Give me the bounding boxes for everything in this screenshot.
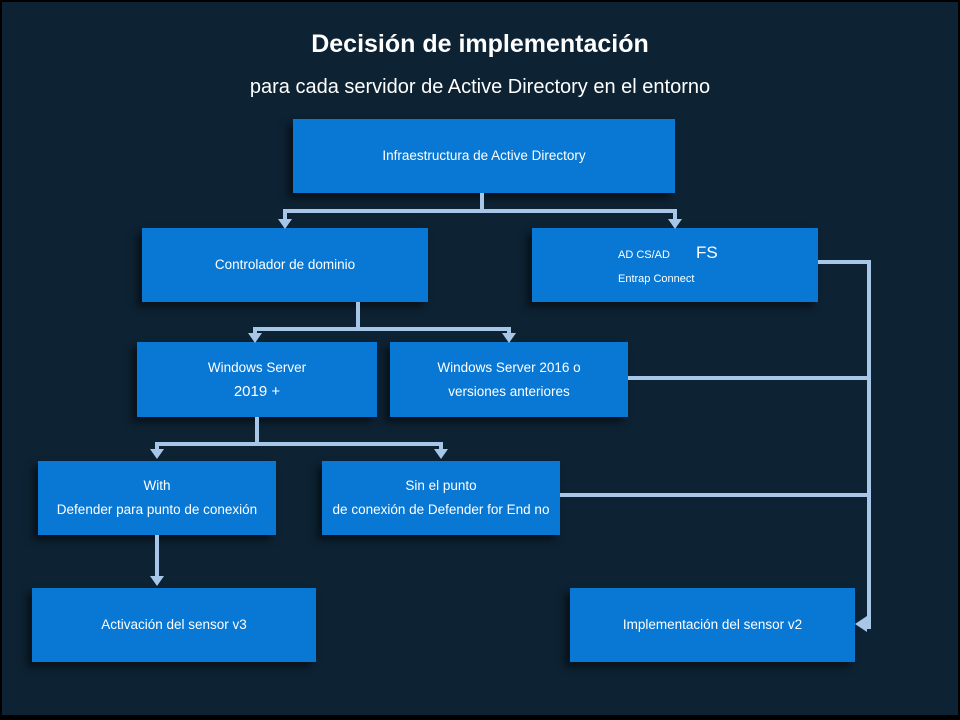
connector-branch3-right-drop: [439, 446, 443, 450]
arrow-down-icon: [278, 219, 292, 229]
node-label: Controlador de dominio: [214, 257, 356, 272]
node-label: With: [143, 478, 171, 493]
node-label: Infraestructura de Active Directory: [382, 148, 586, 163]
connector-branch3-left-drop: [155, 446, 159, 450]
node-sensor-v3-activation: Activación del sensor v3: [32, 588, 316, 662]
connector-branch2-horizontal: [253, 327, 511, 331]
arrow-left-icon: [855, 616, 867, 632]
node-label-line2: versiones anteriores: [448, 383, 570, 399]
arrow-down-icon: [248, 333, 262, 343]
node-windows-server-2016: Windows Server 2016 o versiones anterior…: [390, 342, 628, 417]
node-domain-controller: Controlador de dominio: [142, 228, 428, 302]
connector-dc-stub: [356, 302, 360, 331]
connector-branch1-horizontal: [283, 209, 677, 213]
node-label: Activación del sensor v3: [101, 617, 247, 632]
node-ad-infrastructure: Infraestructura de Active Directory: [293, 119, 675, 193]
page-subtitle: para cada servidor de Active Directory e…: [249, 76, 711, 98]
node-label-line2: Entrap Connect: [618, 272, 695, 285]
node-label-line2: 2019 +: [233, 382, 281, 400]
connector-branch1-left-drop: [283, 213, 287, 220]
node-label-line2: Defender para punto de conexión: [56, 502, 258, 517]
node-label: Windows Server 2016 o: [437, 359, 581, 375]
page-title: Decisión de implementación: [311, 30, 649, 58]
connector-without-defender-to-rail: [560, 493, 867, 497]
connector-root-stub: [480, 193, 484, 211]
connector-adcs-to-rail: [818, 260, 871, 264]
node-adcs-adfs-entra-connect: AD CS/AD FS Entrap Connect: [532, 228, 818, 302]
node-label-row: AD CS/AD FS: [618, 242, 718, 263]
connector-with-defender-down: [155, 535, 159, 577]
node-windows-server-2019: Windows Server 2019 +: [137, 342, 377, 417]
node-without-defender-endpoint: Sin el punto de conexión de Defender for…: [322, 461, 560, 535]
node-label: Windows Server: [207, 359, 307, 375]
arrow-down-icon: [434, 449, 448, 459]
node-label-prefix: AD CS/AD: [618, 248, 670, 261]
node-label: Implementación del sensor v2: [622, 617, 803, 632]
arrow-down-icon: [668, 219, 682, 229]
node-label-line2: de conexión de Defender for End no: [332, 502, 550, 517]
connector-ws2016-to-rail: [628, 376, 867, 380]
node-with-defender-endpoint: With Defender para punto de conexión: [38, 461, 276, 535]
arrow-down-icon: [502, 333, 516, 343]
arrow-down-icon: [150, 449, 164, 459]
arrow-down-icon: [150, 576, 164, 586]
node-sensor-v2-deployment: Implementación del sensor v2: [570, 588, 855, 662]
connector-right-rail: [867, 260, 871, 629]
connector-ws2019-stub: [255, 417, 259, 446]
connector-branch1-right-drop: [673, 213, 677, 220]
connector-branch3-horizontal: [155, 442, 443, 446]
node-label-suffix: FS: [695, 242, 718, 262]
node-label: Sin el punto: [405, 478, 477, 493]
